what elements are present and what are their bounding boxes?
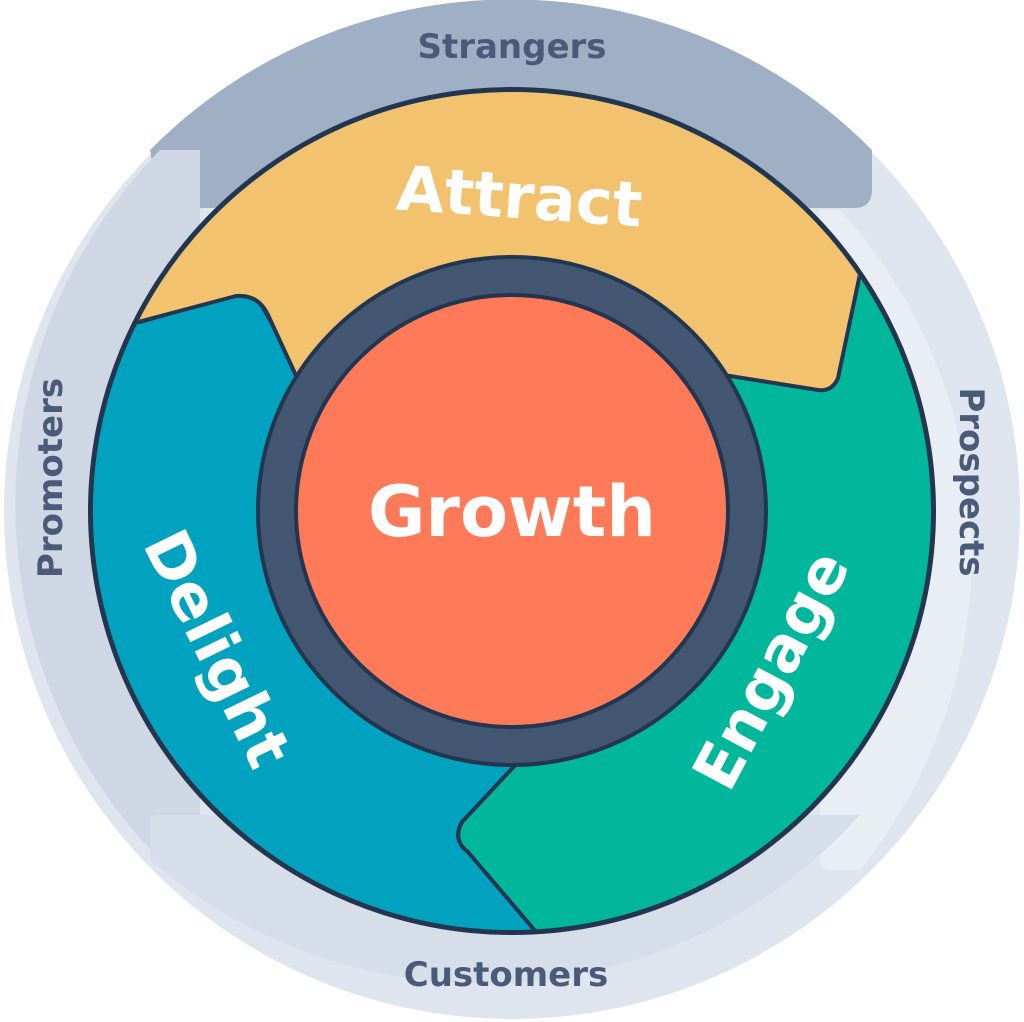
hub-circle [294,293,730,729]
strangers-label: Strangers [417,27,606,67]
prospects-label: Prospects [951,387,991,576]
customers-label: Customers [404,955,609,995]
attract-label: Attract [394,152,645,242]
promoters-label: Promoters [31,378,71,578]
growth-label: Growth [368,471,656,553]
